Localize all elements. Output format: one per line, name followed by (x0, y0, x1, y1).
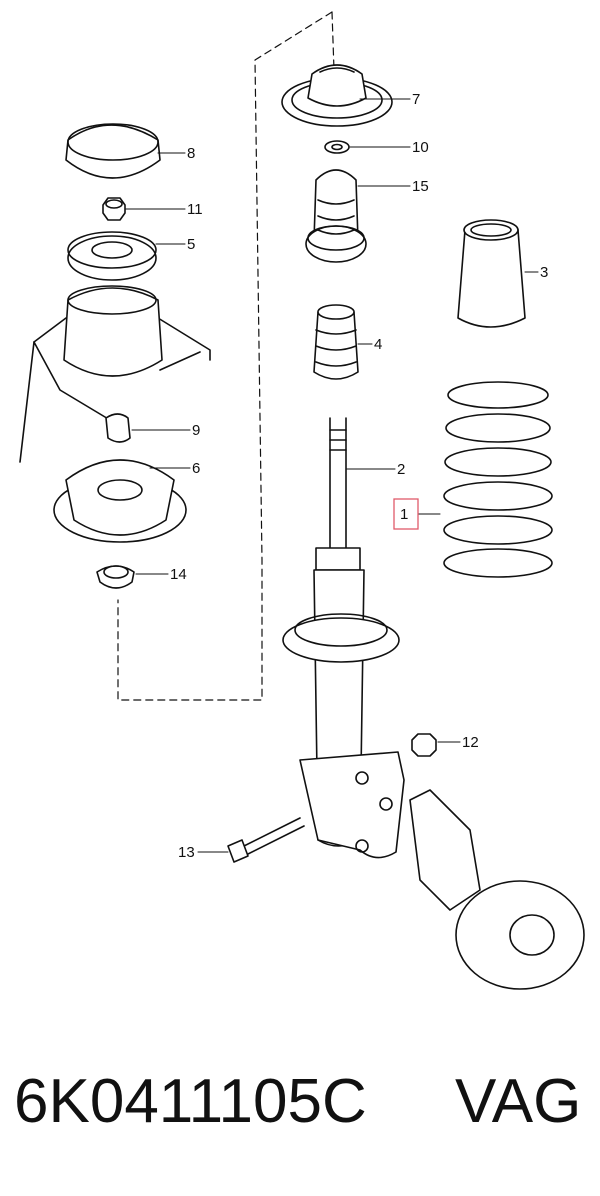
cap-part-8 (65, 123, 161, 179)
callout-4: 4 (374, 336, 382, 353)
callout-9: 9 (192, 422, 200, 439)
callout-13: 13 (178, 844, 195, 861)
body-mount-tower (19, 285, 211, 463)
spring-seat-part-6 (53, 459, 187, 543)
callout-7: 7 (412, 91, 420, 108)
callout-14: 14 (170, 566, 187, 583)
callout-11: 11 (187, 201, 203, 218)
bump-stop-part-15 (305, 169, 367, 263)
part-number: 6K0411105C (14, 1067, 367, 1136)
assembly-guide-lines (117, 11, 335, 701)
brand-name: VAG (455, 1067, 582, 1136)
callout-12: 12 (462, 734, 479, 751)
strut-part-2 (282, 417, 405, 859)
buffer-part-14 (96, 565, 135, 589)
bearing-part-5 (67, 231, 157, 281)
callout-2: 2 (397, 461, 405, 478)
wheel-hub-knuckle (409, 789, 585, 990)
callout-1: 1 (400, 506, 408, 523)
callout-6: 6 (192, 460, 200, 477)
strut-mount-part-7 (281, 64, 393, 127)
nut-part-11 (102, 197, 126, 221)
highlight-box-part-1 (393, 498, 419, 530)
callout-8: 8 (187, 145, 195, 162)
bolt-part-13 (227, 817, 305, 863)
coil-spring-part-1 (443, 381, 553, 578)
callout-10: 10 (412, 139, 429, 156)
callout-3: 3 (540, 264, 548, 281)
leader-lines (125, 98, 539, 853)
callout-15: 15 (412, 178, 429, 195)
washer-part-10 (324, 140, 350, 154)
nut-part-12 (411, 733, 437, 757)
suspension-exploded-diagram: 7 10 15 8 11 5 3 4 9 2 6 1 14 12 13 (19, 11, 585, 990)
callout-5: 5 (187, 236, 195, 253)
protective-sleeve-part-3 (457, 219, 526, 328)
bush-part-9 (105, 413, 131, 443)
bump-stop-part-4 (313, 304, 359, 380)
